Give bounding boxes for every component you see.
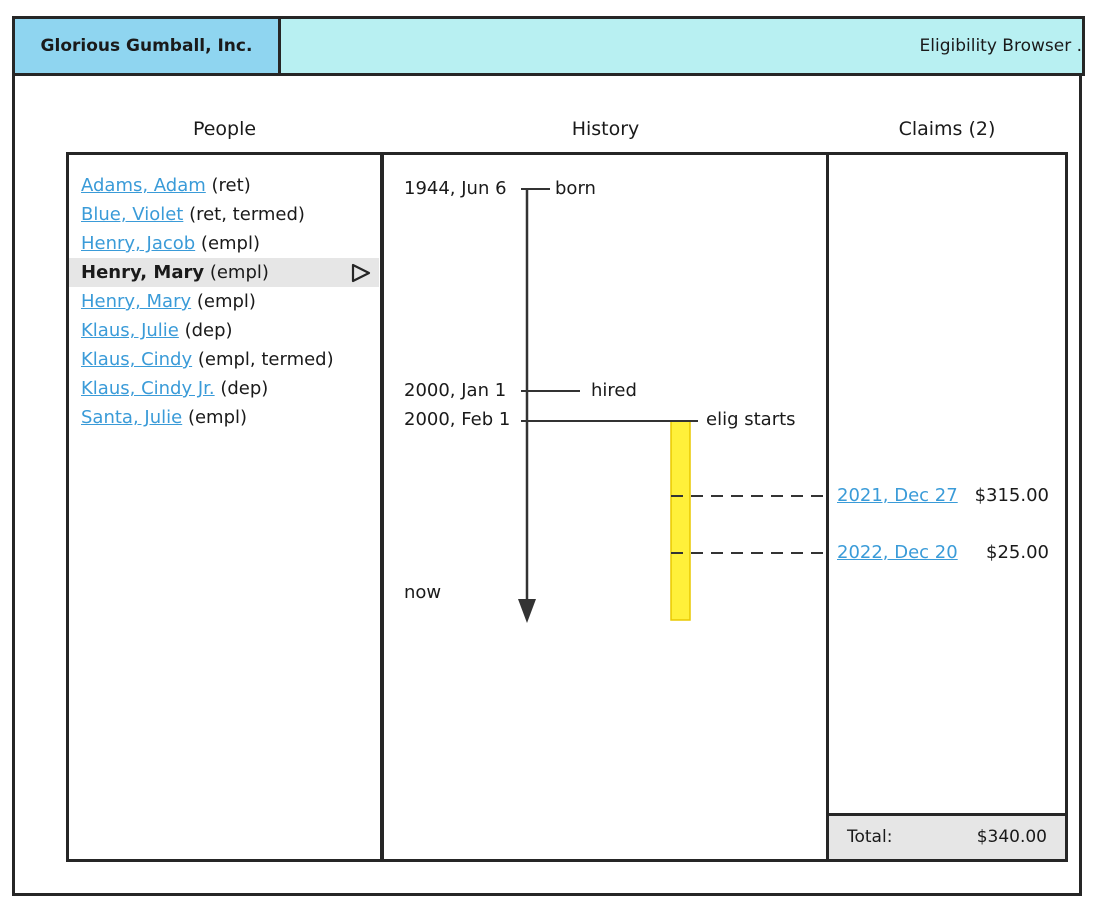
people-column-title: People — [192, 118, 257, 140]
person-status: (empl) — [200, 233, 261, 254]
event-date: 2000, Jan 1 — [404, 380, 507, 401]
claim-date-link[interactable]: 2022, Dec 20 — [837, 542, 958, 563]
person-status: (ret, termed) — [189, 204, 305, 225]
person-status: (ret) — [211, 175, 251, 196]
history-column-title: History — [571, 118, 640, 140]
person-row[interactable]: Santa, Julie (empl) — [81, 403, 379, 432]
person-row[interactable]: Henry, Jacob (empl) — [81, 229, 379, 258]
person-name[interactable]: Klaus, Cindy Jr. — [81, 378, 215, 399]
person-name[interactable]: Klaus, Julie — [81, 320, 179, 341]
person-name[interactable]: Santa, Julie — [81, 407, 183, 428]
total-label: Total: — [847, 827, 893, 847]
claim-amount: $25.00 — [986, 542, 1049, 563]
person-status: (dep) — [220, 378, 269, 399]
person-status: (empl) — [196, 291, 256, 312]
person-row-selected[interactable]: Henry, Mary (empl) — [69, 258, 379, 287]
total-value: $340.00 — [976, 827, 1047, 847]
person-row[interactable]: Blue, Violet (ret, termed) — [81, 200, 379, 229]
claims-panel: 2021, Dec 27 $315.00 2022, Dec 20 $25.00… — [826, 152, 1068, 862]
event-label: born — [555, 178, 596, 199]
person-name[interactable]: Klaus, Cindy — [81, 349, 193, 370]
now-label: now — [404, 582, 442, 603]
people-panel: Adams, Adam (ret) Blue, Violet (ret, ter… — [66, 152, 383, 862]
timeline-graphic — [518, 188, 827, 623]
person-row[interactable]: Klaus, Julie (dep) — [81, 316, 379, 345]
person-row[interactable]: Klaus, Cindy Jr. (dep) — [81, 374, 379, 403]
timeline-arrow-icon — [518, 599, 536, 623]
person-row[interactable]: Klaus, Cindy (empl, termed) — [81, 345, 379, 374]
people-list: Adams, Adam (ret) Blue, Violet (ret, ter… — [69, 171, 379, 432]
event-date: 1944, Jun 6 — [404, 178, 507, 199]
person-status: (empl, termed) — [197, 349, 334, 370]
claims-total: Total: $340.00 — [829, 813, 1065, 859]
history-panel: 1944, Jun 6 born 2000, Jan 1 hired 2000,… — [381, 152, 830, 862]
eligibility-bar — [670, 420, 691, 621]
person-row[interactable]: Adams, Adam (ret) — [81, 171, 379, 200]
event-label: elig starts — [706, 409, 796, 430]
event-label: hired — [591, 380, 637, 401]
person-name[interactable]: Adams, Adam — [81, 175, 206, 196]
person-status: (empl) — [209, 262, 269, 283]
person-name[interactable]: Henry, Mary — [81, 291, 192, 312]
claims-column-title: Claims (2) — [898, 118, 996, 140]
person-status: (dep) — [184, 320, 233, 341]
claim-date-link[interactable]: 2021, Dec 27 — [837, 485, 958, 506]
person-name[interactable]: Henry, Jacob — [81, 233, 196, 254]
person-status: (empl) — [187, 407, 248, 428]
person-row[interactable]: Henry, Mary (empl) — [81, 287, 379, 316]
company-name: Glorious Gumball, Inc. — [15, 19, 281, 73]
person-name[interactable]: Blue, Violet — [81, 204, 184, 225]
app-title: Eligibility Browser . — [919, 36, 1083, 56]
selected-arrow-icon — [351, 263, 371, 283]
person-name: Henry, Mary — [81, 262, 205, 283]
header-bar: Glorious Gumball, Inc. Eligibility Brows… — [12, 16, 1085, 76]
claim-amount: $315.00 — [974, 485, 1049, 506]
event-date: 2000, Feb 1 — [404, 409, 511, 430]
